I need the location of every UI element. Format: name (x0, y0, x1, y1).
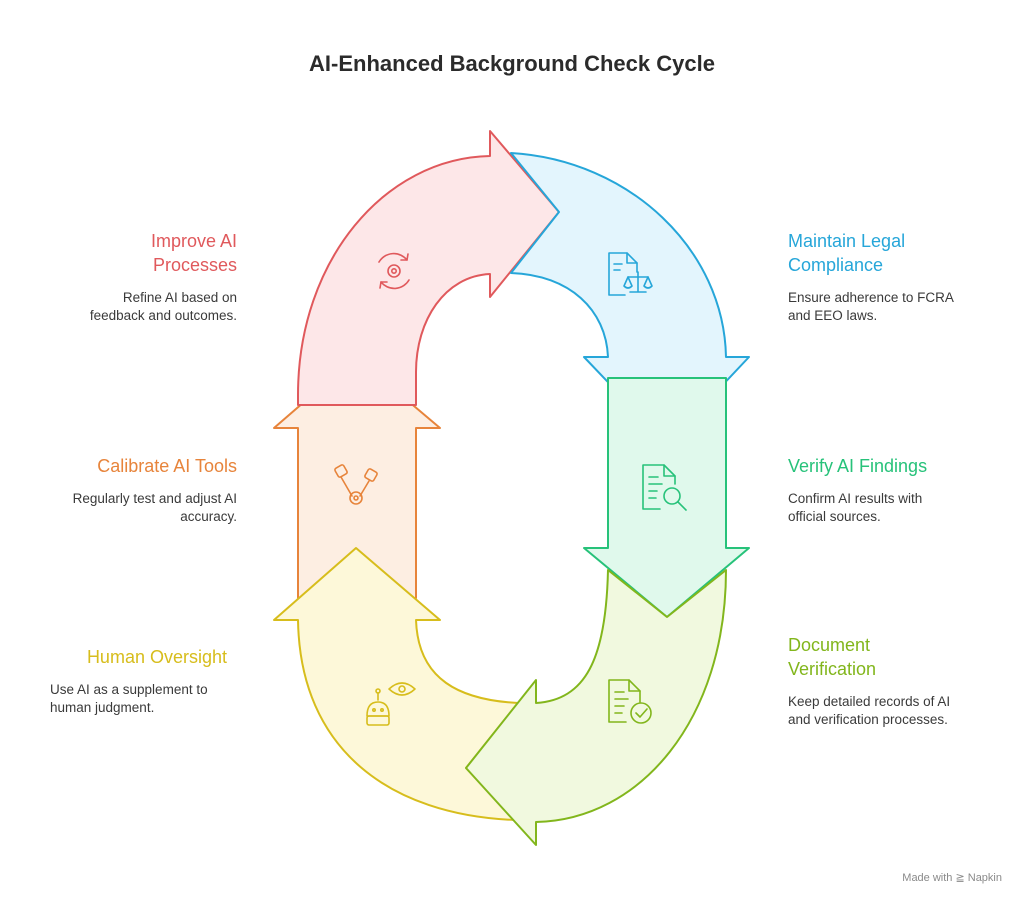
oversight-title: Human Oversight (86, 647, 227, 667)
verify-desc-line1: Confirm AI results with (788, 491, 923, 506)
napkin-brand-mark: Made with ≧ Napkin (902, 872, 1002, 884)
document-title-line2: Verification (788, 659, 877, 679)
diagram-title: AI-Enhanced Background Check Cycle (309, 51, 715, 76)
verify-desc-line2: official sources. (788, 509, 881, 524)
legal-desc-line2: and EEO laws. (788, 308, 878, 323)
legal-document-scales-icon (608, 252, 653, 296)
improve-arrow (297, 130, 560, 406)
document-check-icon (608, 679, 652, 724)
calibrate-desc-line2: accuracy. (180, 509, 237, 524)
document-arrow (465, 569, 727, 846)
document-desc-line2: and verification processes. (788, 712, 948, 727)
calibrate-title: Calibrate AI Tools (97, 456, 237, 476)
legal-desc-line1: Ensure adherence to FCRA (788, 290, 954, 305)
refresh-gear-icon (378, 252, 410, 290)
verify-title: Verify AI Findings (788, 456, 928, 476)
improve-title-line1: Improve AI (150, 231, 237, 251)
document-title-line1: Document (788, 635, 871, 655)
document-desc-line1: Keep detailed records of AI (788, 694, 951, 709)
oversight-desc-line2: human judgment. (50, 700, 155, 715)
calibrate-desc-line1: Regularly test and adjust AI (72, 491, 237, 506)
legal-title-line1: Maintain Legal (788, 231, 906, 251)
verify-arrow (583, 377, 750, 618)
legal-arrow (510, 152, 750, 445)
improve-desc-line1: Refine AI based on (122, 290, 237, 305)
tools-gear-icon (334, 464, 378, 505)
document-search-icon (642, 464, 687, 511)
oversight-desc-line1: Use AI as a supplement to (50, 682, 208, 697)
improve-desc-line2: feedback and outcomes. (89, 308, 237, 323)
robot-eye-icon (366, 682, 416, 726)
improve-title-line2: Processes (152, 255, 237, 275)
legal-title-line2: Compliance (788, 255, 884, 275)
